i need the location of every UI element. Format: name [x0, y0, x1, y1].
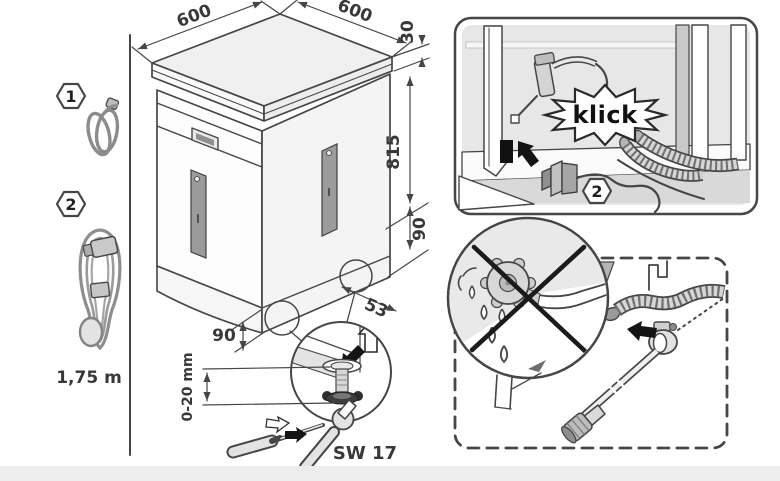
drain-hose: [612, 283, 726, 316]
dishwasher-drawing: 600 600 30 815 90: [131, 0, 430, 473]
coupling-nut: [561, 404, 606, 444]
dim-label: 53: [361, 294, 391, 322]
tap-base-lines: [494, 360, 546, 410]
power-cord-icon: [78, 228, 122, 351]
part-2-badge: 2: [55, 190, 87, 218]
klick-badge-number: 2: [591, 182, 602, 201]
turn-direction-arrow-icon: [265, 415, 291, 434]
klick-badge: 2: [581, 177, 613, 205]
callout-circle-rear-foot: [339, 259, 373, 293]
wrench-size-label: SW 17: [333, 443, 397, 464]
dim-label: 30: [398, 20, 418, 44]
standpipe: [648, 260, 668, 291]
foot-adjustment-detail: [290, 321, 392, 423]
dim-label: 815: [384, 134, 404, 170]
dim-label: 0-20 mm: [180, 352, 196, 421]
dim-foot-range: 0-20 mm: [180, 352, 335, 422]
dotted-guide: [677, 297, 725, 331]
dim-label: 90: [410, 217, 430, 241]
cross-icon: [469, 244, 589, 355]
inlet-pipe: [576, 348, 660, 423]
parts-panel: 1 2 1,75 m: [55, 34, 131, 456]
dim-base-left: 90: [212, 309, 264, 353]
floor-wedge: [458, 175, 535, 211]
no-drip-warning: [446, 216, 610, 380]
part-2-number: 2: [65, 195, 76, 214]
hose-clamp-icon: [86, 97, 120, 157]
callout-circle-front-foot: [264, 300, 300, 336]
drain-hoses: [619, 129, 740, 182]
connect-arrow-icon: [627, 321, 657, 341]
part-1-badge: 1: [55, 82, 87, 110]
wrench-icon: [299, 399, 357, 473]
push-arrow-icon: [285, 427, 307, 443]
dim-label: 90: [212, 326, 236, 346]
plug-cable: [575, 173, 661, 214]
footer-strip: [0, 466, 780, 481]
klick-label: klick: [572, 101, 638, 129]
water-connection-panel: [446, 216, 729, 450]
hexagon-badge: [55, 190, 87, 218]
hexagon-badge: [55, 82, 87, 110]
right-rail: [691, 24, 709, 166]
connector-socket: [500, 140, 513, 163]
insert-arrow-icon: [518, 141, 539, 167]
part-1-number: 1: [65, 87, 76, 106]
klick-panel: klick 2: [453, 16, 759, 216]
cord-length-label: 1,75 m: [56, 368, 122, 388]
cable-run: [617, 159, 705, 200]
power-plug: [541, 159, 578, 198]
dim-worktop-height: 30: [391, 20, 430, 72]
dim-base-right: 90: [387, 206, 430, 278]
hose-clamp: [648, 321, 678, 355]
klick-starburst: [540, 83, 670, 147]
control-panel-line: [156, 102, 263, 145]
